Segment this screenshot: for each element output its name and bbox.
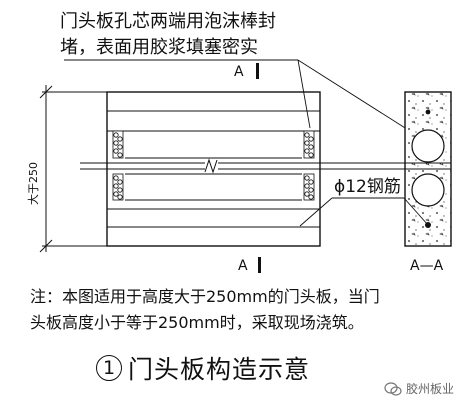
rebar-leader-lines	[299, 197, 429, 227]
svg-text:A: A	[234, 64, 244, 80]
callout-rebar: ϕ12钢筋	[334, 177, 401, 197]
foam-plug-right	[303, 130, 315, 201]
dimension-line	[39, 85, 108, 253]
callout-foam-seal-line2: 堵，表面用胶浆填塞密实	[60, 37, 258, 58]
note-line-1: 注：本图适用于高度大于250mm的门头板，当门	[30, 287, 380, 306]
note-line-2: 头板高度小于等于250mm时，采取现场浇筑。	[30, 313, 364, 332]
svg-text:A: A	[238, 258, 248, 274]
core-hole-lower	[411, 173, 445, 207]
note-text: 注：本图适用于高度大于250mm的门头板，当门 头板高度小于等于250mm时，采…	[30, 284, 450, 336]
section-label-aa: A—A	[410, 258, 444, 274]
foam-plug-left	[112, 130, 124, 201]
rebar-lines	[80, 158, 406, 174]
section-marker-top: A	[234, 63, 259, 80]
section-marker-bottom: A	[238, 257, 261, 274]
wechat-icon	[384, 381, 402, 396]
cross-section-aa	[404, 91, 452, 247]
callout-foam-seal-line1: 门头板孔芯两端用泡沫棒封	[60, 11, 276, 32]
dimension-label: 大于250	[26, 162, 40, 205]
figure-title: 1 门头板构造示意	[96, 350, 310, 386]
core-hole-upper	[411, 129, 445, 163]
watermark: 胶州板业	[384, 380, 454, 397]
figure-number: 1	[96, 355, 122, 381]
figure-title-text: 门头板构造示意	[128, 355, 311, 384]
watermark-text: 胶州板业	[406, 382, 455, 396]
elevation-panel	[106, 91, 321, 247]
